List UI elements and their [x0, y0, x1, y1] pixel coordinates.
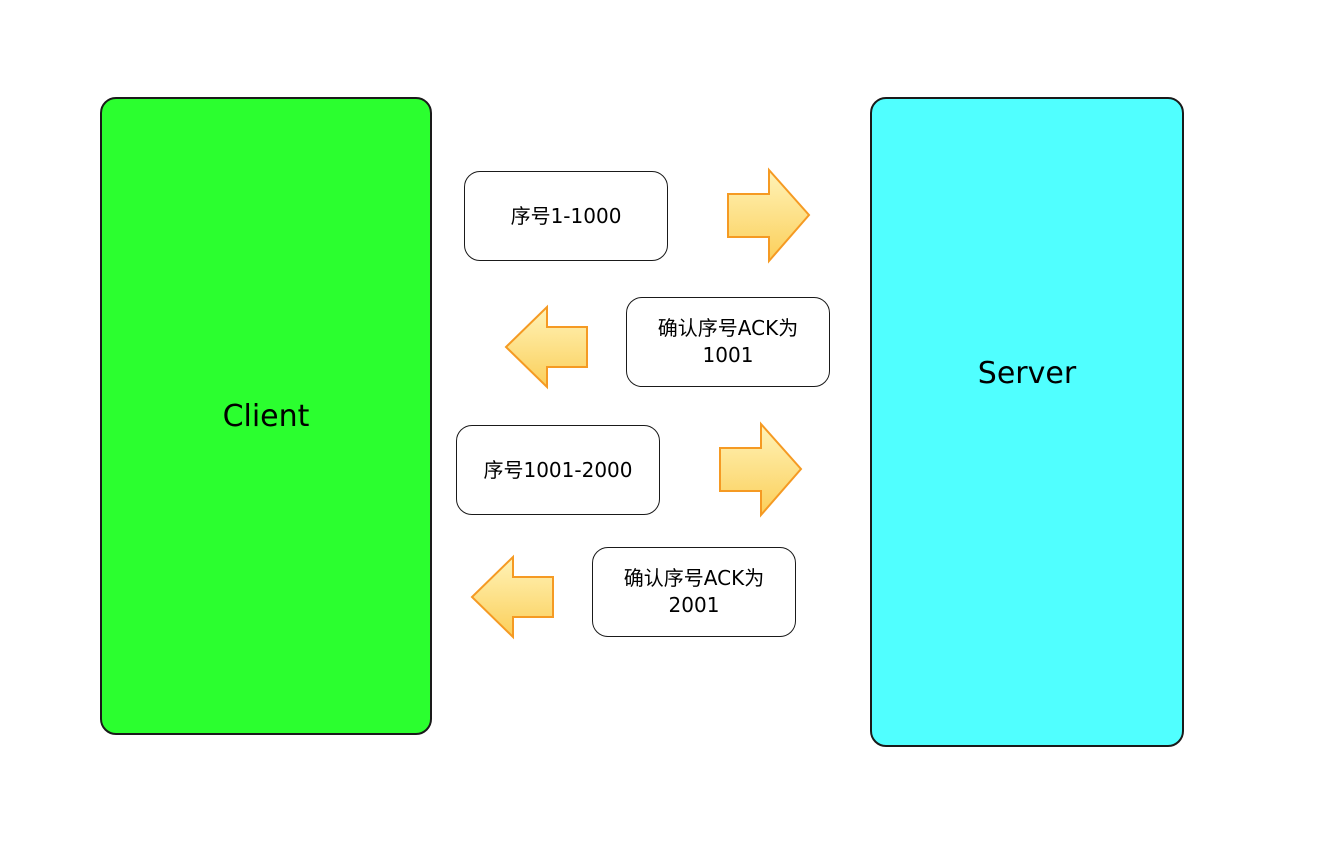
message-box-ack-2001: 确认序号ACK为 2001	[592, 547, 796, 637]
arrow-right-icon	[727, 167, 811, 264]
client-node: Client	[100, 97, 432, 735]
message-box-seq-1-1000: 序号1-1000	[464, 171, 668, 261]
server-label: Server	[977, 355, 1077, 391]
arrow-left-icon	[470, 554, 554, 640]
client-label: Client	[222, 398, 310, 434]
server-node: Server	[870, 97, 1184, 747]
message-box-ack-1001: 确认序号ACK为 1001	[626, 297, 830, 387]
message-box-seq-1001-2000: 序号1001-2000	[456, 425, 660, 515]
arrow-right-icon	[719, 421, 803, 518]
arrow-left-icon	[504, 304, 588, 390]
